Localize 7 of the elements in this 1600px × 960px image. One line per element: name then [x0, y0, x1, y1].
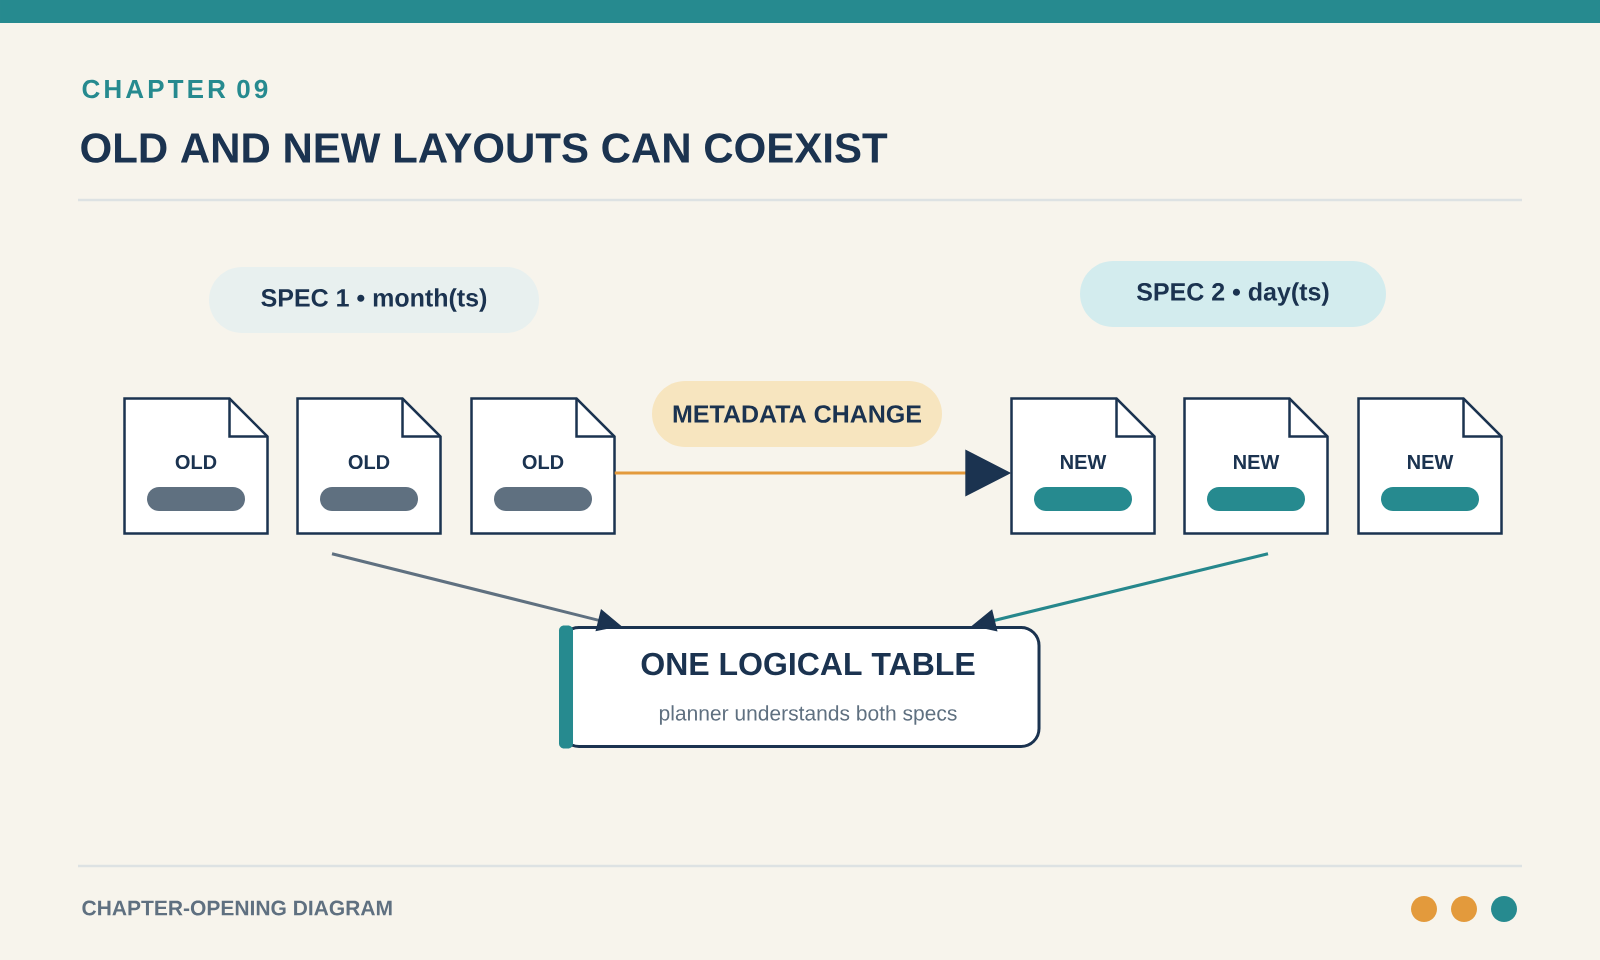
- footer-text: CHAPTER-OPENING DIAGRAM: [82, 900, 392, 916]
- tag-pill: SPEC 1 • month(ts): [209, 267, 539, 333]
- chapter-label: CHAPTER 09: [82, 79, 268, 99]
- table-box: ONE LOGICAL TABLE planner understands both specs: [559, 625, 1041, 749]
- tag-pill: METADATA CHANGE: [652, 381, 942, 447]
- title: OLD AND NEW LAYOUTS CAN COEXIST: [81, 133, 888, 163]
- tag-pill: SPEC 2 • day(ts): [1080, 261, 1386, 327]
